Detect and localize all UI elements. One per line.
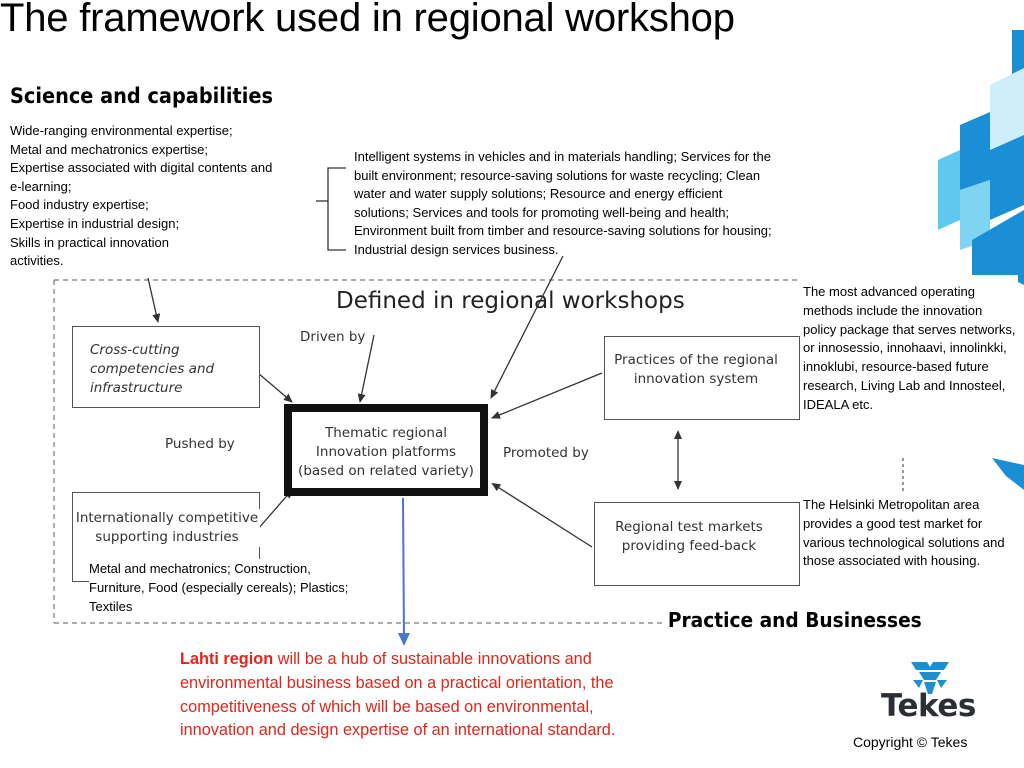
practices-label: Practices of the regional innovation sys… [614,352,778,387]
tekes-logo-icon [911,662,949,694]
metal-industries-text: Metal and mechatronics; Construction, Fu… [89,559,369,616]
test-markets-label: Regional test markets providing feed-bac… [615,519,763,554]
lahti-statement-rest: will be a hub of sustainable innovations… [180,650,616,740]
cross-cutting-label: Cross-cutting competencies and infrastru… [90,342,215,396]
thematic-label: Thematic regional Innovation platforms (… [298,425,474,479]
science-heading: Science and capabilities [10,84,273,108]
tekes-logo-text: Tekes [881,688,976,724]
science-item: Wide-ranging environmental expertise; [10,123,233,138]
operating-methods-text: The most advanced operating methods incl… [803,284,1016,412]
science-item: Expertise in industrial design; [10,215,180,231]
science-list: Wide-ranging environmental expertise; Me… [10,122,310,271]
driven-by-label: Driven by [300,329,366,345]
thematic-box [284,404,488,496]
test-markets-box [594,502,800,586]
pushed-by-label: Pushed by [165,436,235,452]
science-item: Skills in practical innovation [10,234,169,250]
diagram-title: Defined in regional workshops [336,288,685,314]
cross-cutting-box [72,326,260,408]
science-item: Expertise associated with digital conten… [10,160,273,176]
blue-cube-decoration [938,30,1024,490]
internationally-label: Internationally competitive supporting i… [74,509,260,547]
science-item: e-learning; [10,178,72,194]
science-item: Metal and mechatronics expertise; [10,141,208,157]
diagram-border [53,279,800,624]
practice-heading: Practice and Businesses [666,608,922,632]
copyright-text: Copyright © Tekes [853,734,968,750]
lahti-statement: Lahti region will be a hub of sustainabl… [180,648,640,743]
science-item: Food industry expertise; [10,197,149,213]
science-item: activities. [10,253,64,269]
diagram-area [52,277,800,627]
practices-box [604,336,800,420]
helsinki-text: The Helsinki Metropolitan area provides … [803,497,1005,569]
slide-title: The framework used in regional workshop [0,0,735,40]
bracket-connector [316,167,346,251]
promoted-by-label: Promoted by [503,445,589,461]
intelligent-systems-text: Intelligent systems in vehicles and in m… [354,149,772,257]
lahti-region-bold: Lahti region [180,650,274,668]
